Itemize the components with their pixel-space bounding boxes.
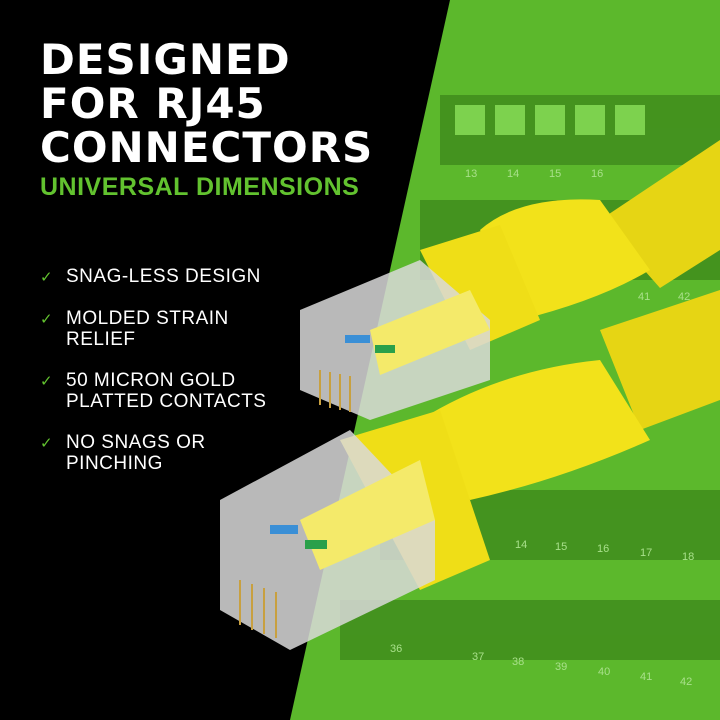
rack-number: 16 [591, 168, 603, 180]
check-icon: ✓ [40, 268, 53, 286]
rack-number: 37 [472, 651, 484, 663]
upper-rj45-connector [300, 140, 720, 420]
headline-line: CONNECTORS [40, 123, 374, 172]
rack-number: 15 [549, 168, 561, 180]
feature-item: ✓ SNAG-LESS DESIGN [40, 266, 266, 288]
rack-number: 14 [515, 539, 527, 551]
feature-text: MOLDED STRAIN [66, 308, 229, 329]
rack-number: 18 [682, 551, 694, 563]
rack-number: 41 [638, 291, 650, 303]
rack-number: 38 [512, 656, 524, 668]
rack-number: 42 [678, 291, 690, 303]
check-icon: ✓ [40, 310, 53, 328]
check-icon: ✓ [40, 434, 53, 452]
feature-text: 50 MICRON GOLD [66, 370, 236, 391]
rack-number: 14 [507, 168, 519, 180]
headline: DESIGNED FOR RJ45 CONNECTORS [40, 38, 373, 170]
rack-number: 17 [640, 547, 652, 559]
rack-number: 39 [555, 661, 567, 673]
rack-number: 42 [680, 676, 692, 688]
headline-line: DESIGNED [40, 35, 291, 84]
rack-number: 41 [640, 671, 652, 683]
feature-text: NO SNAGS OR [66, 432, 206, 453]
check-icon: ✓ [40, 372, 53, 390]
feature-text: PINCHING [66, 453, 163, 474]
rack-number: 15 [555, 541, 567, 553]
feature-text: RELIEF [66, 329, 136, 350]
rack-number: 40 [598, 666, 610, 678]
feature-text: SNAG-LESS DESIGN [66, 266, 261, 287]
subheadline: UNIVERSAL DIMENSIONS [40, 173, 360, 201]
rack-number: 16 [597, 543, 609, 555]
lower-rj45-connector [220, 290, 720, 650]
feature-text: PLATTED CONTACTS [66, 391, 267, 412]
rack-number: 13 [465, 168, 477, 180]
rack-number: 36 [390, 643, 402, 655]
headline-line: FOR RJ45 [40, 79, 266, 128]
